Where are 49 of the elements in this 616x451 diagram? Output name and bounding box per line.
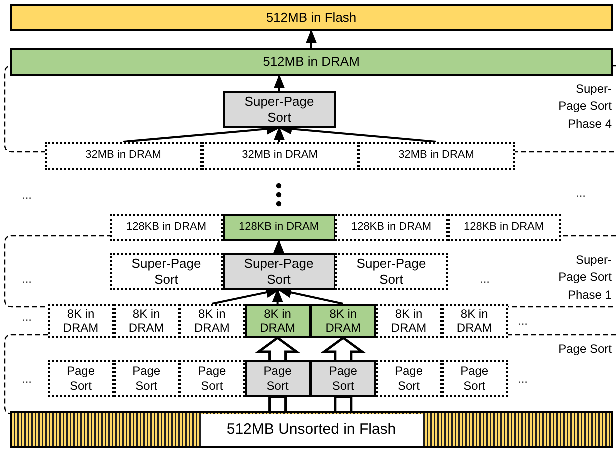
block-arrow	[334, 396, 353, 412]
dotted-box: 8K in DRAM	[442, 304, 508, 338]
arrow	[274, 126, 286, 142]
dotted-box: 32MB in DRAM	[202, 142, 358, 170]
dotted-box: Page Sort	[179, 360, 246, 397]
block-arrow	[255, 336, 301, 362]
ellipsis: ...	[22, 188, 32, 202]
memory-block: 512MB in DRAM	[10, 48, 613, 76]
dotted-box: 8K in DRAM	[114, 304, 180, 338]
phase-label: Super-Page Sort Phase 1	[558, 252, 612, 304]
arrow	[274, 74, 286, 91]
arrow	[273, 240, 285, 254]
dotted-box: 32MB in DRAM	[45, 142, 202, 170]
arrow	[306, 30, 318, 48]
dotted-box: Page Sort	[442, 360, 508, 397]
memory-block: 8K in DRAM	[310, 304, 376, 338]
ellipsis: ...	[480, 272, 490, 286]
sort-step-box: Page Sort	[310, 360, 376, 397]
dotted-box: 8K in DRAM	[376, 304, 442, 338]
block-arrow	[320, 336, 366, 362]
ellipsis: ...	[22, 372, 32, 386]
striped-flash-bar	[10, 411, 613, 448]
ellipsis: ...	[22, 272, 32, 286]
dotted-box: 8K in DRAM	[48, 304, 114, 338]
arrow	[272, 288, 284, 304]
block-arrow	[268, 396, 288, 412]
dotted-box: Page Sort	[376, 360, 442, 397]
dotted-box: Page Sort	[48, 360, 114, 397]
dotted-box: Super-Page Sort	[335, 253, 448, 290]
arrow	[278, 287, 344, 305]
memory-block: 128KB in DRAM	[222, 214, 336, 241]
dotted-box: 128KB in DRAM	[335, 214, 448, 241]
dotted-box: Super-Page Sort	[110, 253, 223, 290]
dotted-box: 32MB in DRAM	[358, 142, 515, 170]
dotted-box: 8K in DRAM	[179, 304, 246, 338]
phase-label: Page Sort	[558, 341, 612, 358]
ellipsis: ...	[518, 372, 528, 386]
memory-block: 8K in DRAM	[244, 304, 311, 338]
ellipsis: ...	[518, 314, 528, 328]
ellipsis: ...	[576, 186, 586, 200]
sort-step-box: Super-Page Sort	[223, 91, 336, 128]
sort-step-box: Page Sort	[244, 360, 311, 397]
storage-bar: 512MB in Flash	[10, 4, 613, 31]
sort-step-box: Super-Page Sort	[222, 253, 336, 290]
dotted-box: Page Sort	[114, 360, 180, 397]
ellipsis: ...	[22, 310, 32, 324]
phase-label: Super-Page Sort Phase 4	[558, 81, 612, 133]
dotted-box: 128KB in DRAM	[110, 214, 223, 241]
dotted-box: 128KB in DRAM	[448, 214, 560, 241]
